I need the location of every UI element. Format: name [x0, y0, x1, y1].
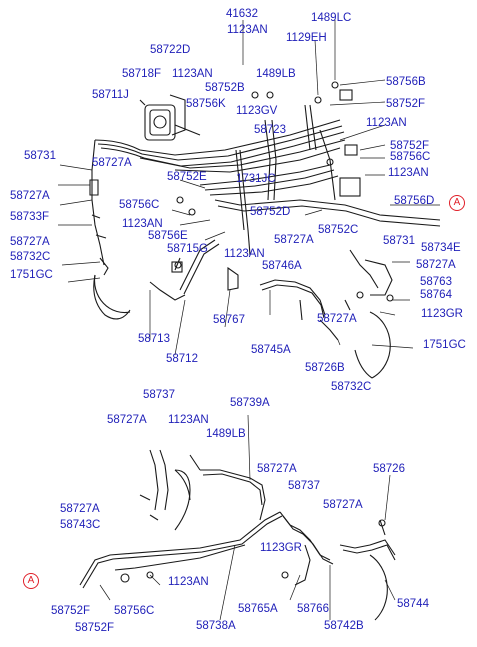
- part-label: 1489LB: [256, 68, 296, 80]
- callout-marker: A: [23, 573, 39, 589]
- part-label: 1751GC: [10, 269, 53, 281]
- part-label: 58756E: [148, 230, 188, 242]
- part-label: 58763: [420, 276, 452, 288]
- part-label: 58756B: [386, 76, 426, 88]
- part-label: 1129EH: [286, 32, 327, 44]
- part-label: 58752F: [390, 140, 430, 152]
- upper-tube-bundle: [94, 104, 441, 231]
- part-label: 1489LB: [206, 428, 246, 440]
- part-label: 1123AN: [172, 68, 213, 80]
- part-label: 58722D: [150, 44, 191, 56]
- part-label: 58764: [420, 289, 452, 301]
- part-label: 58752E: [167, 171, 207, 183]
- callout-marker: A: [449, 195, 465, 211]
- part-label: 58727A: [323, 499, 363, 511]
- part-label: 58743C: [60, 519, 101, 531]
- part-label: 1123AN: [388, 167, 429, 179]
- part-label: 58752D: [250, 206, 291, 218]
- part-label: 58718F: [122, 68, 162, 80]
- part-label: 58733F: [10, 211, 50, 223]
- part-label: 1123GR: [421, 308, 463, 320]
- part-label: 1489LC: [311, 12, 352, 24]
- part-label: 58752F: [386, 98, 426, 110]
- part-label: 58746A: [262, 260, 302, 272]
- part-label: 58727A: [257, 463, 297, 475]
- right-front-brake: [259, 249, 393, 379]
- part-label: 58756C: [390, 151, 431, 163]
- part-label: 58713: [138, 333, 170, 345]
- part-label: 58727A: [416, 259, 456, 271]
- part-label: 58711J: [92, 89, 129, 101]
- part-label: 41632: [226, 8, 258, 20]
- part-label: 58727A: [92, 157, 132, 169]
- leader-lines: [58, 20, 440, 621]
- part-label: 58732C: [10, 251, 51, 263]
- left-front-brake: [89, 139, 131, 320]
- part-label: 58727A: [60, 503, 100, 515]
- part-label: 58727A: [10, 190, 50, 202]
- part-label: 58739A: [230, 397, 270, 409]
- marker: A: [449, 195, 465, 211]
- fasteners: [120, 81, 394, 583]
- part-label: 1123GR: [260, 542, 302, 554]
- part-label: 1123GV: [236, 105, 278, 117]
- part-label: 1731JC: [236, 173, 276, 185]
- part-label: 58727A: [107, 414, 147, 426]
- part-label: 58731: [383, 235, 415, 247]
- part-label: 58732C: [331, 381, 372, 393]
- part-label: 58752F: [51, 605, 91, 617]
- part-label: 58742B: [324, 620, 364, 632]
- part-label: 58737: [288, 480, 320, 492]
- part-label: 58737: [143, 389, 175, 401]
- part-label: 1751GC: [423, 339, 466, 351]
- part-label: 58738A: [196, 620, 236, 632]
- part-label: 58766: [297, 603, 329, 615]
- marker: A: [23, 573, 39, 589]
- part-label: 58723: [254, 124, 286, 136]
- part-label: 58731: [24, 150, 56, 162]
- part-label: 58726B: [305, 362, 345, 374]
- rear-right-brake: [279, 511, 396, 621]
- part-label: 1123AN: [168, 576, 209, 588]
- part-label: 58726: [373, 463, 405, 475]
- center-hoses: [149, 229, 251, 301]
- part-label: 1123AN: [227, 24, 268, 36]
- part-label: 58745A: [251, 344, 291, 356]
- part-label: 1123AN: [366, 117, 407, 129]
- part-label: 58767: [213, 314, 245, 326]
- part-label: 58734E: [421, 242, 461, 254]
- rear-tube-bundle: [79, 449, 283, 589]
- part-label: 58765A: [238, 603, 278, 615]
- part-label: 58727A: [10, 236, 50, 248]
- part-label: 58712: [166, 353, 198, 365]
- part-label: 58756C: [114, 605, 155, 617]
- part-label: 1123AN: [168, 414, 209, 426]
- part-label: 58756K: [186, 98, 226, 110]
- part-label: 1123AN: [224, 248, 265, 260]
- part-label: 58744: [397, 598, 429, 610]
- part-label: 58752B: [205, 82, 245, 94]
- part-label: 58727A: [317, 313, 357, 325]
- part-label: 1123AN: [122, 218, 163, 230]
- part-label: 58752F: [75, 622, 115, 634]
- part-label: 58752C: [318, 224, 359, 236]
- master-cylinder: [139, 94, 201, 141]
- part-label: 58727A: [274, 234, 314, 246]
- part-label: 58756D: [394, 195, 435, 207]
- part-label: 58756C: [119, 199, 160, 211]
- part-label: 58715G: [167, 243, 208, 255]
